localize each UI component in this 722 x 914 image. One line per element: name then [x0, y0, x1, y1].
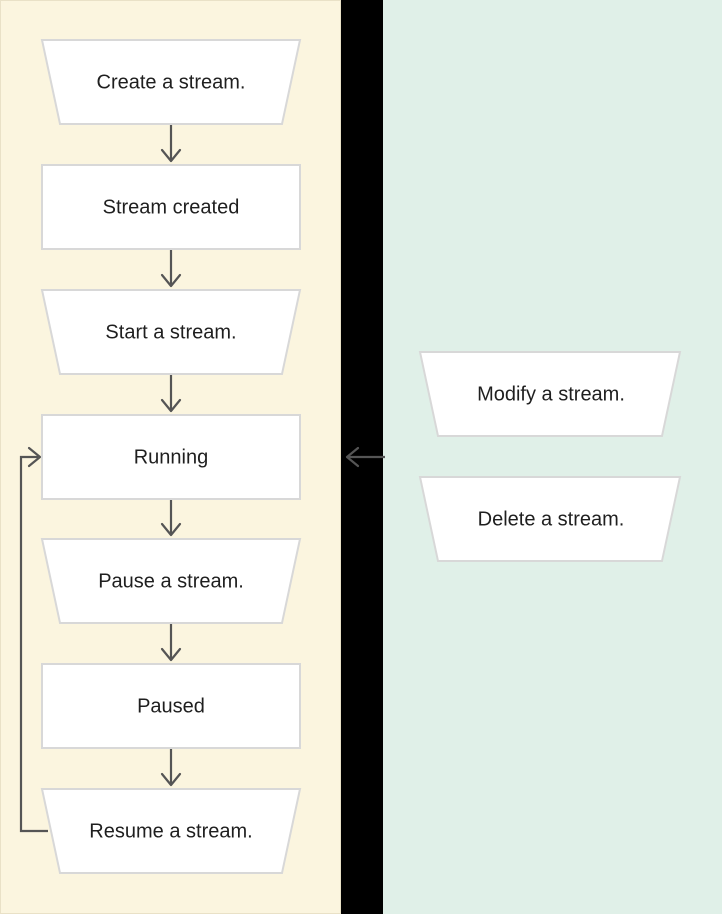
node-running-shape[interactable]	[41, 414, 301, 500]
node-paused-shape[interactable]	[41, 663, 301, 749]
node-pause-a-stream-label: Pause a stream.	[98, 570, 244, 592]
node-paused[interactable]: Paused	[41, 663, 301, 749]
edge-start-to-running	[160, 374, 182, 413]
node-pause-a-stream-shape[interactable]	[40, 538, 302, 624]
edge-create-to-created	[160, 124, 182, 163]
node-delete-a-stream-shape[interactable]	[418, 476, 682, 562]
node-start-a-stream-label: Start a stream.	[105, 321, 236, 343]
node-stream-created-label: Stream created	[103, 196, 240, 218]
node-paused-label: Paused	[137, 695, 205, 717]
node-running[interactable]: Running	[41, 414, 301, 500]
node-delete-a-stream[interactable]: Delete a stream.	[418, 476, 682, 562]
node-resume-a-stream-label: Resume a stream.	[89, 820, 252, 842]
edge-management-to-running	[345, 446, 385, 468]
edge-running-to-pause	[160, 499, 182, 537]
node-pause-a-stream[interactable]: Pause a stream.	[40, 538, 302, 624]
node-modify-a-stream-shape[interactable]	[418, 351, 682, 437]
node-create-a-stream-shape[interactable]	[40, 39, 302, 125]
node-start-a-stream-shape[interactable]	[40, 289, 302, 375]
node-start-a-stream[interactable]: Start a stream.	[40, 289, 302, 375]
node-stream-created[interactable]: Stream created	[41, 164, 301, 250]
stream-management-panel	[383, 0, 722, 914]
node-resume-a-stream-shape[interactable]	[40, 788, 302, 874]
node-stream-created-shape[interactable]	[41, 164, 301, 250]
edge-created-to-start	[160, 249, 182, 288]
node-create-a-stream-label: Create a stream.	[97, 71, 246, 93]
edge-pause-to-paused	[160, 623, 182, 662]
edges-layer	[19, 124, 385, 833]
node-delete-a-stream-label: Delete a stream.	[478, 508, 625, 530]
edge-resume-to-running-loopback	[19, 446, 48, 833]
node-resume-a-stream[interactable]: Resume a stream.	[40, 788, 302, 874]
edge-paused-to-resume	[160, 748, 182, 787]
node-modify-a-stream[interactable]: Modify a stream.	[418, 351, 682, 437]
node-modify-a-stream-label: Modify a stream.	[477, 383, 625, 405]
node-create-a-stream[interactable]: Create a stream.	[40, 39, 302, 125]
node-running-label: Running	[134, 446, 209, 468]
